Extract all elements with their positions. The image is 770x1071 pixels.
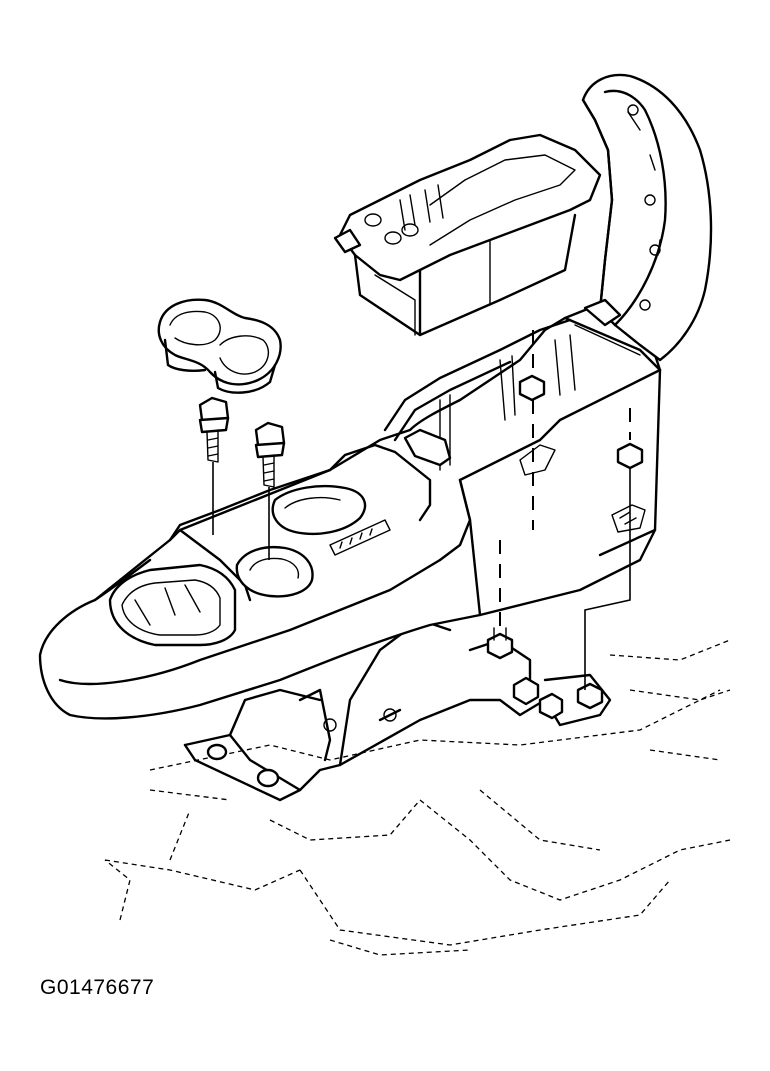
bracket-nut-right — [538, 682, 604, 720]
floor-carpet-outline — [104, 639, 731, 956]
figure-id-label: G01476677 — [40, 976, 155, 999]
bracket-nut-left — [486, 627, 514, 660]
center-console-body — [38, 306, 662, 720]
armrest-lid — [581, 73, 713, 362]
alignment-lines — [212, 330, 631, 690]
bracket-nut-center — [512, 676, 540, 706]
bolt-left — [198, 396, 230, 463]
bolt-right — [254, 421, 286, 488]
storage-bin-insert — [333, 133, 602, 337]
cupholder-insert — [157, 298, 282, 394]
console-nut-side — [616, 442, 644, 470]
console-nut-rear — [518, 374, 546, 402]
mounting-bracket — [183, 618, 612, 802]
